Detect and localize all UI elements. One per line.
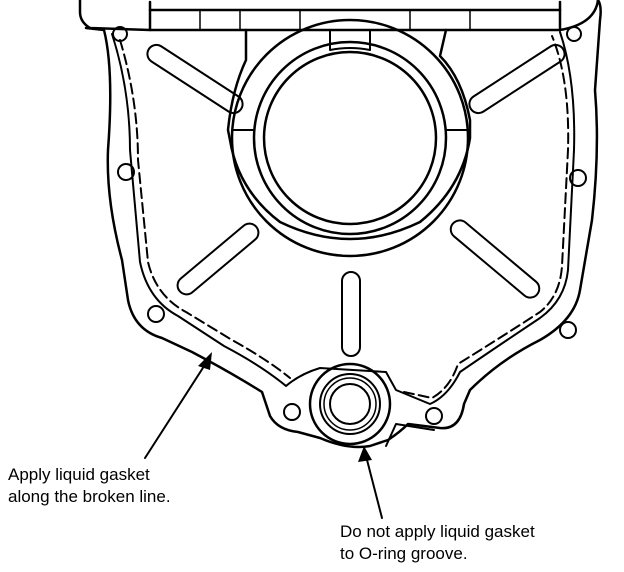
leader-arrow-right	[358, 446, 383, 519]
callout-o-ring-text-1: Do not apply liquid gasket	[340, 522, 535, 541]
callout-broken-line-text-2: along the broken line.	[8, 487, 171, 506]
bolt-holes	[112, 26, 587, 425]
callout-o-ring: Do not apply liquid gasket to O-ring gro…	[340, 521, 535, 565]
cover-plate-outline	[84, 0, 602, 449]
callout-broken-line: Apply liquid gasket along the broken lin…	[8, 464, 171, 508]
o-ring-groove	[308, 362, 435, 447]
top-housing	[78, 0, 600, 32]
callout-broken-line-text-1: Apply liquid gasket	[8, 465, 150, 484]
rib-slots	[146, 43, 566, 357]
callout-o-ring-text-2: to O-ring groove.	[340, 544, 468, 563]
flange-inner-contour	[111, 31, 576, 405]
bearing-boss	[226, 18, 472, 258]
gasket-broken-line	[119, 35, 570, 399]
leader-arrow-left	[144, 352, 212, 459]
